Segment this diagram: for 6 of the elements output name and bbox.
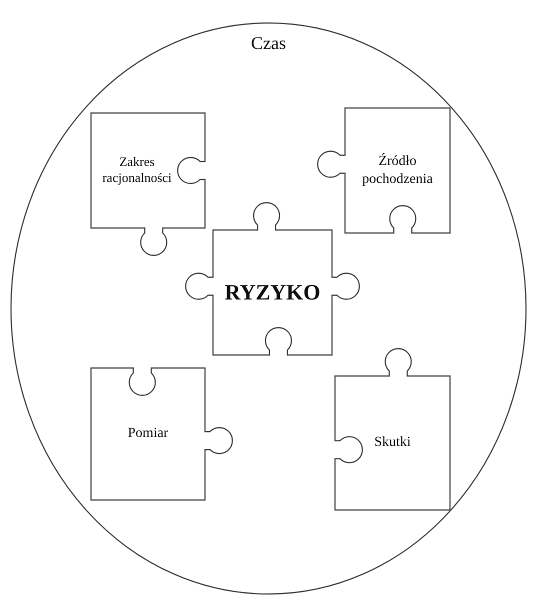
piece-label: Źródło pochodzenia <box>361 152 434 188</box>
piece-label: Skutki <box>373 434 412 452</box>
piece-label: Zakres racjonalności <box>101 154 173 188</box>
piece-label: RYZYKO <box>224 278 322 306</box>
diagram-heading: Czas <box>250 32 287 55</box>
piece-label: Pomiar <box>126 424 170 443</box>
